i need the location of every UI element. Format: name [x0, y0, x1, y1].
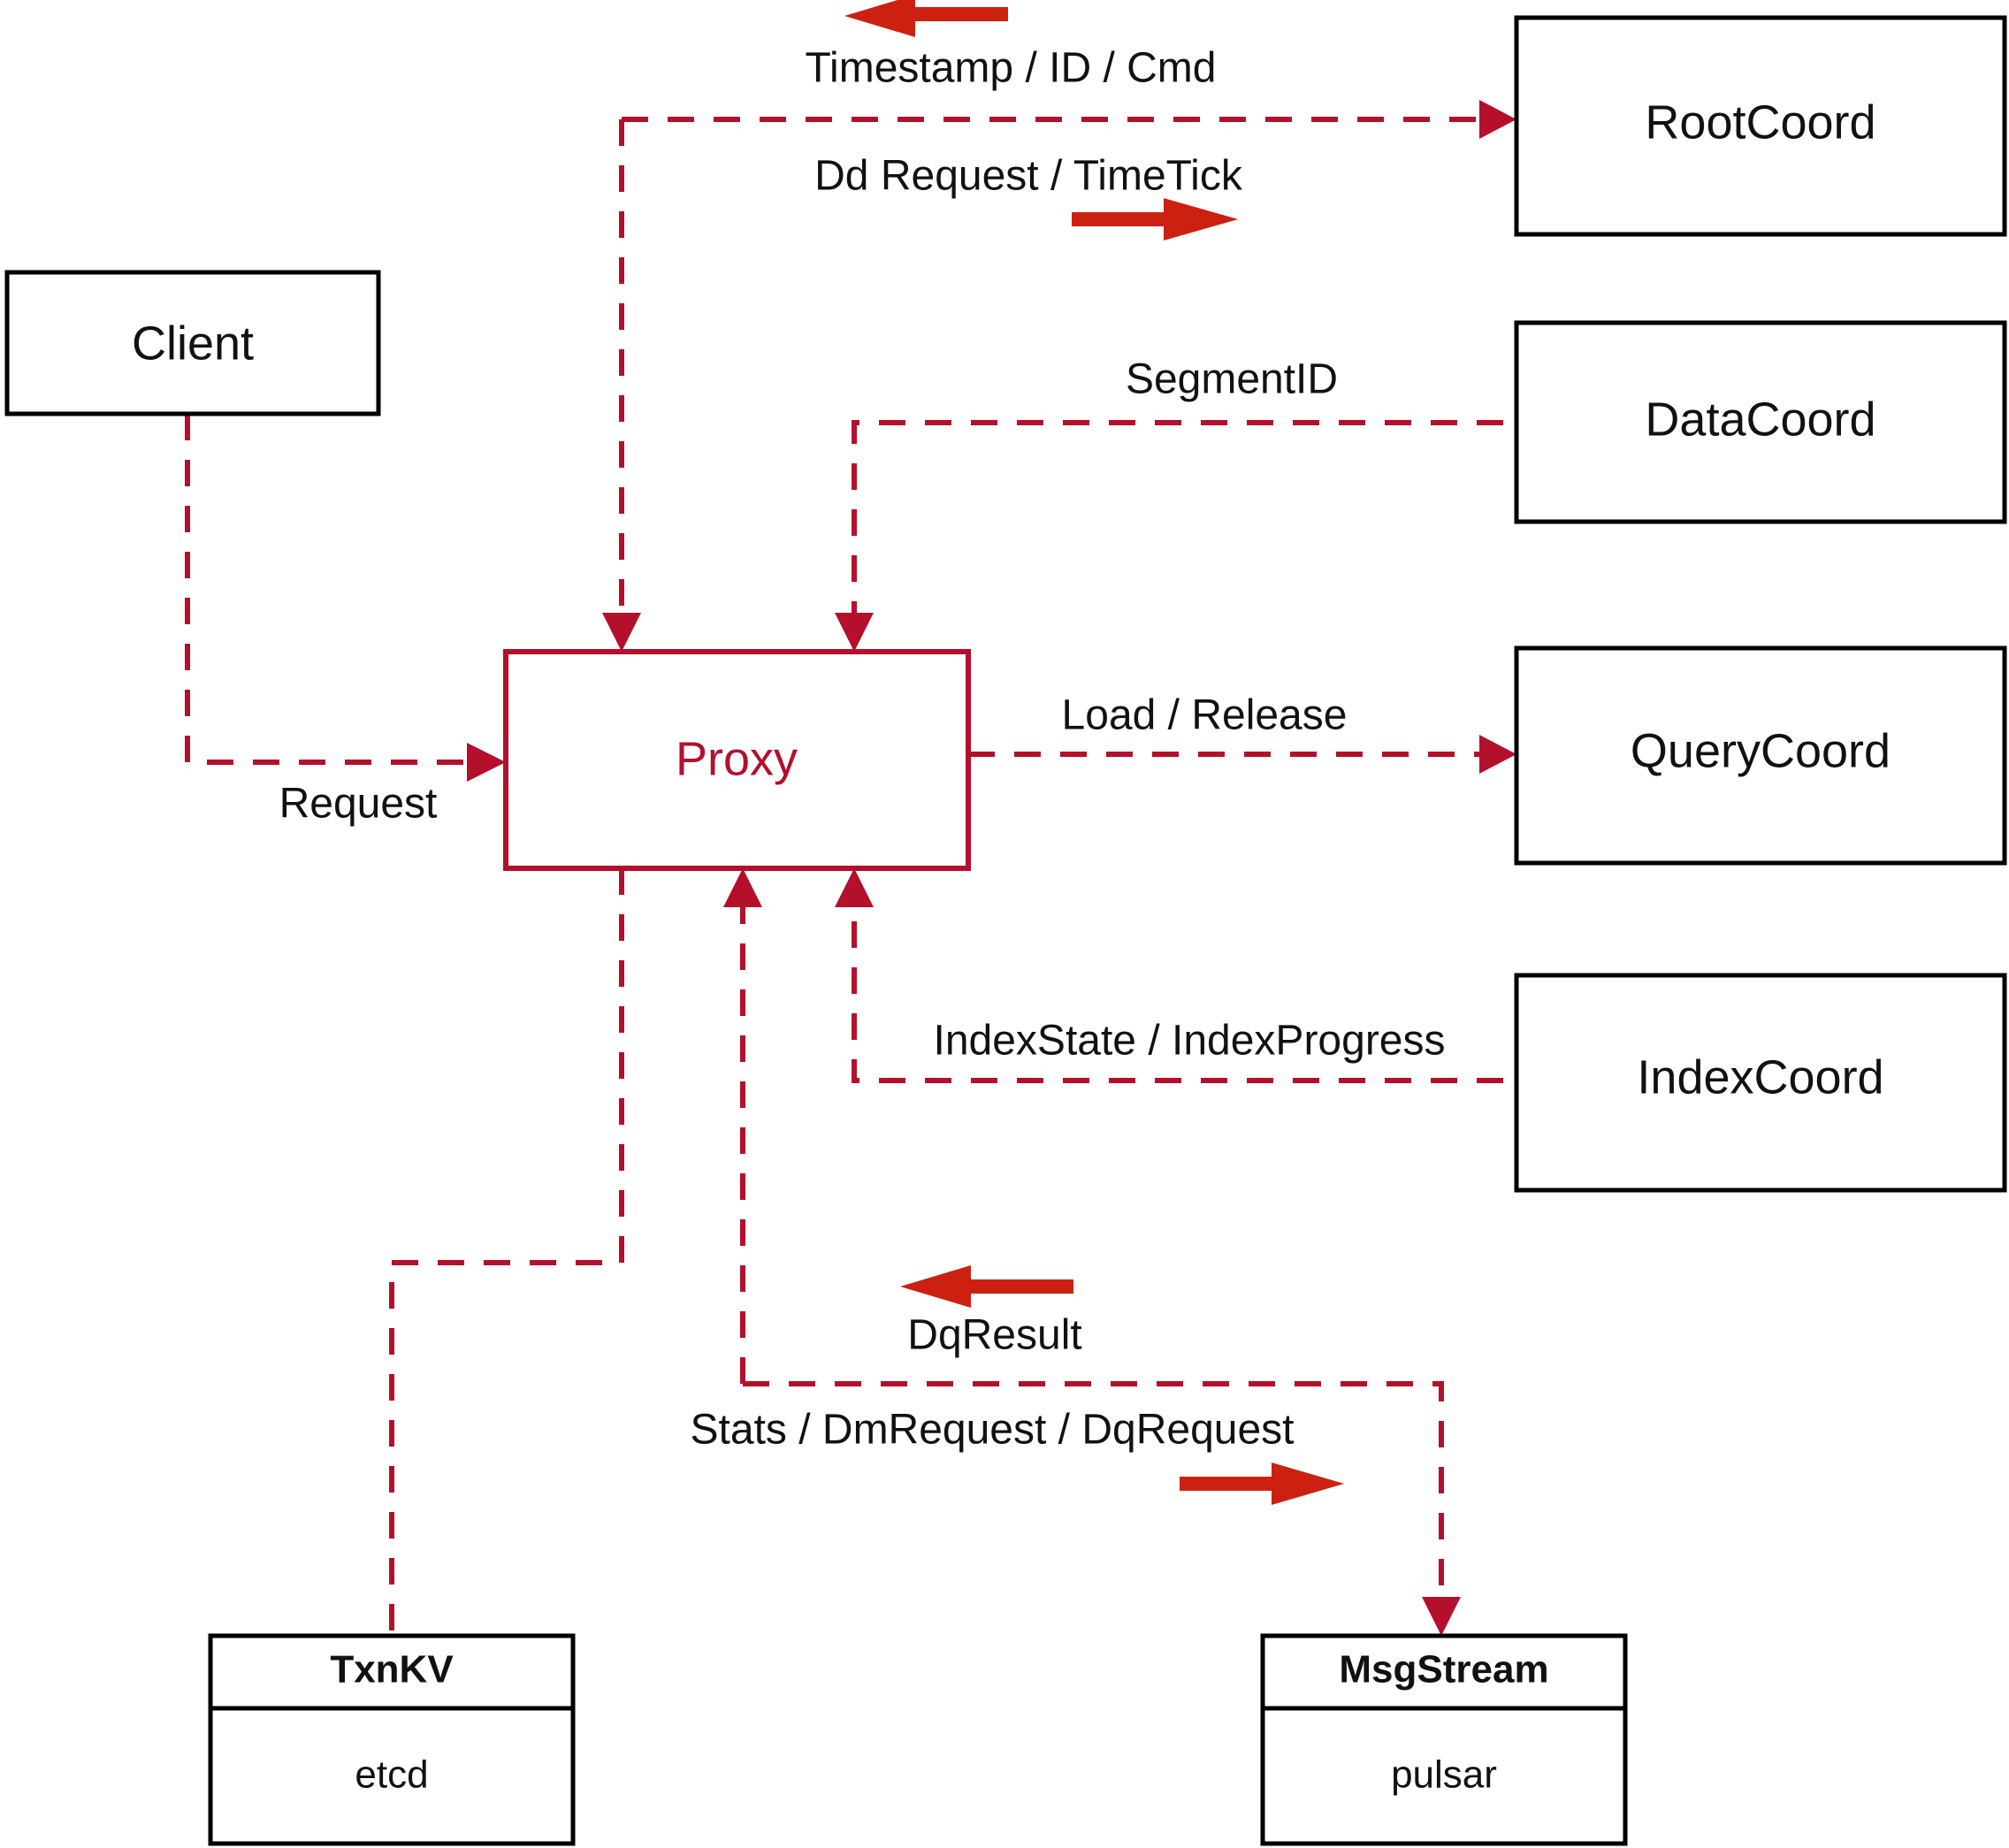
- node-proxy-label: Proxy: [676, 732, 798, 785]
- node-txn-kv[interactable]: TxnKV etcd: [208, 1633, 576, 1846]
- connector-index-state-progress: [852, 902, 1503, 1083]
- node-query-coord-label: QueryCoord: [1631, 724, 1891, 777]
- node-txn-kv-label: TxnKV: [330, 1648, 454, 1691]
- node-msg-stream-box[interactable]: [1260, 1633, 1628, 1846]
- edge-label-load-release: Load / Release: [1062, 692, 1348, 739]
- arrowhead-timestamp-id-cmd: [602, 613, 641, 652]
- arrowhead-segment-id: [835, 613, 874, 652]
- node-root-coord-label: RootCoord: [1645, 95, 1875, 149]
- node-client-label: Client: [132, 317, 254, 370]
- node-index-coord-box[interactable]: [1514, 973, 2007, 1193]
- direction-arrow-right-statsdm: [1180, 1462, 1344, 1505]
- node-index-coord[interactable]: IndexCoord: [1514, 973, 2007, 1193]
- node-data-coord-label: DataCoord: [1645, 393, 1875, 446]
- edge-label-index-state-progress: IndexState / IndexProgress: [934, 1018, 1446, 1065]
- connector-proxy-txnkv: [389, 868, 624, 1636]
- node-root-coord-box[interactable]: [1514, 15, 2007, 237]
- connector-request: [185, 414, 477, 765]
- node-msg-stream-impl: pulsar: [1391, 1753, 1497, 1797]
- node-client[interactable]: Client: [4, 270, 381, 416]
- node-client-box[interactable]: [4, 270, 381, 416]
- node-msg-stream-label: MsgStream: [1339, 1648, 1548, 1691]
- node-query-coord-box[interactable]: [1514, 645, 2007, 866]
- connector-stats-dm-dq-request: [743, 1381, 1444, 1605]
- direction-arrow-left-dqresult: [900, 1265, 1073, 1308]
- node-index-coord-label: IndexCoord: [1637, 1050, 1883, 1103]
- node-data-coord-box[interactable]: [1514, 320, 2007, 524]
- node-txn-kv-box[interactable]: [208, 1633, 576, 1846]
- direction-arrow-left-timestamp: [844, 0, 1008, 37]
- node-root-coord[interactable]: RootCoord: [1514, 15, 2007, 237]
- edge-label-request: Request: [279, 781, 438, 828]
- arrowhead-stats-dm-dq-request: [1422, 1597, 1461, 1636]
- edge-label-timestamp-id-cmd: Timestamp / ID / Cmd: [806, 45, 1217, 92]
- arrowhead-dq-result: [723, 868, 762, 907]
- edge-label-stats-dm-dq-request: Stats / DmRequest / DqRequest: [691, 1407, 1295, 1454]
- edge-label-dd-request-timetick: Dd Request / TimeTick: [814, 153, 1243, 200]
- node-proxy[interactable]: Proxy: [503, 649, 971, 871]
- node-proxy-box[interactable]: [503, 649, 971, 871]
- node-txn-kv-impl: etcd: [355, 1753, 428, 1797]
- direction-arrow-right-ddrequest: [1072, 198, 1238, 241]
- arrowhead-dd-request-timetick: [1479, 100, 1516, 139]
- edge-label-dq-result: DqResult: [907, 1312, 1081, 1359]
- connector-segment-id: [852, 420, 1503, 619]
- node-query-coord[interactable]: QueryCoord: [1514, 645, 2007, 866]
- edge-label-segment-id: SegmentID: [1126, 356, 1338, 403]
- arrowhead-request: [467, 743, 506, 782]
- arrowhead-index-state-progress: [835, 868, 874, 907]
- node-msg-stream[interactable]: MsgStream pulsar: [1260, 1633, 1628, 1846]
- arrowhead-load-release: [1479, 735, 1516, 774]
- node-data-coord[interactable]: DataCoord: [1514, 320, 2007, 524]
